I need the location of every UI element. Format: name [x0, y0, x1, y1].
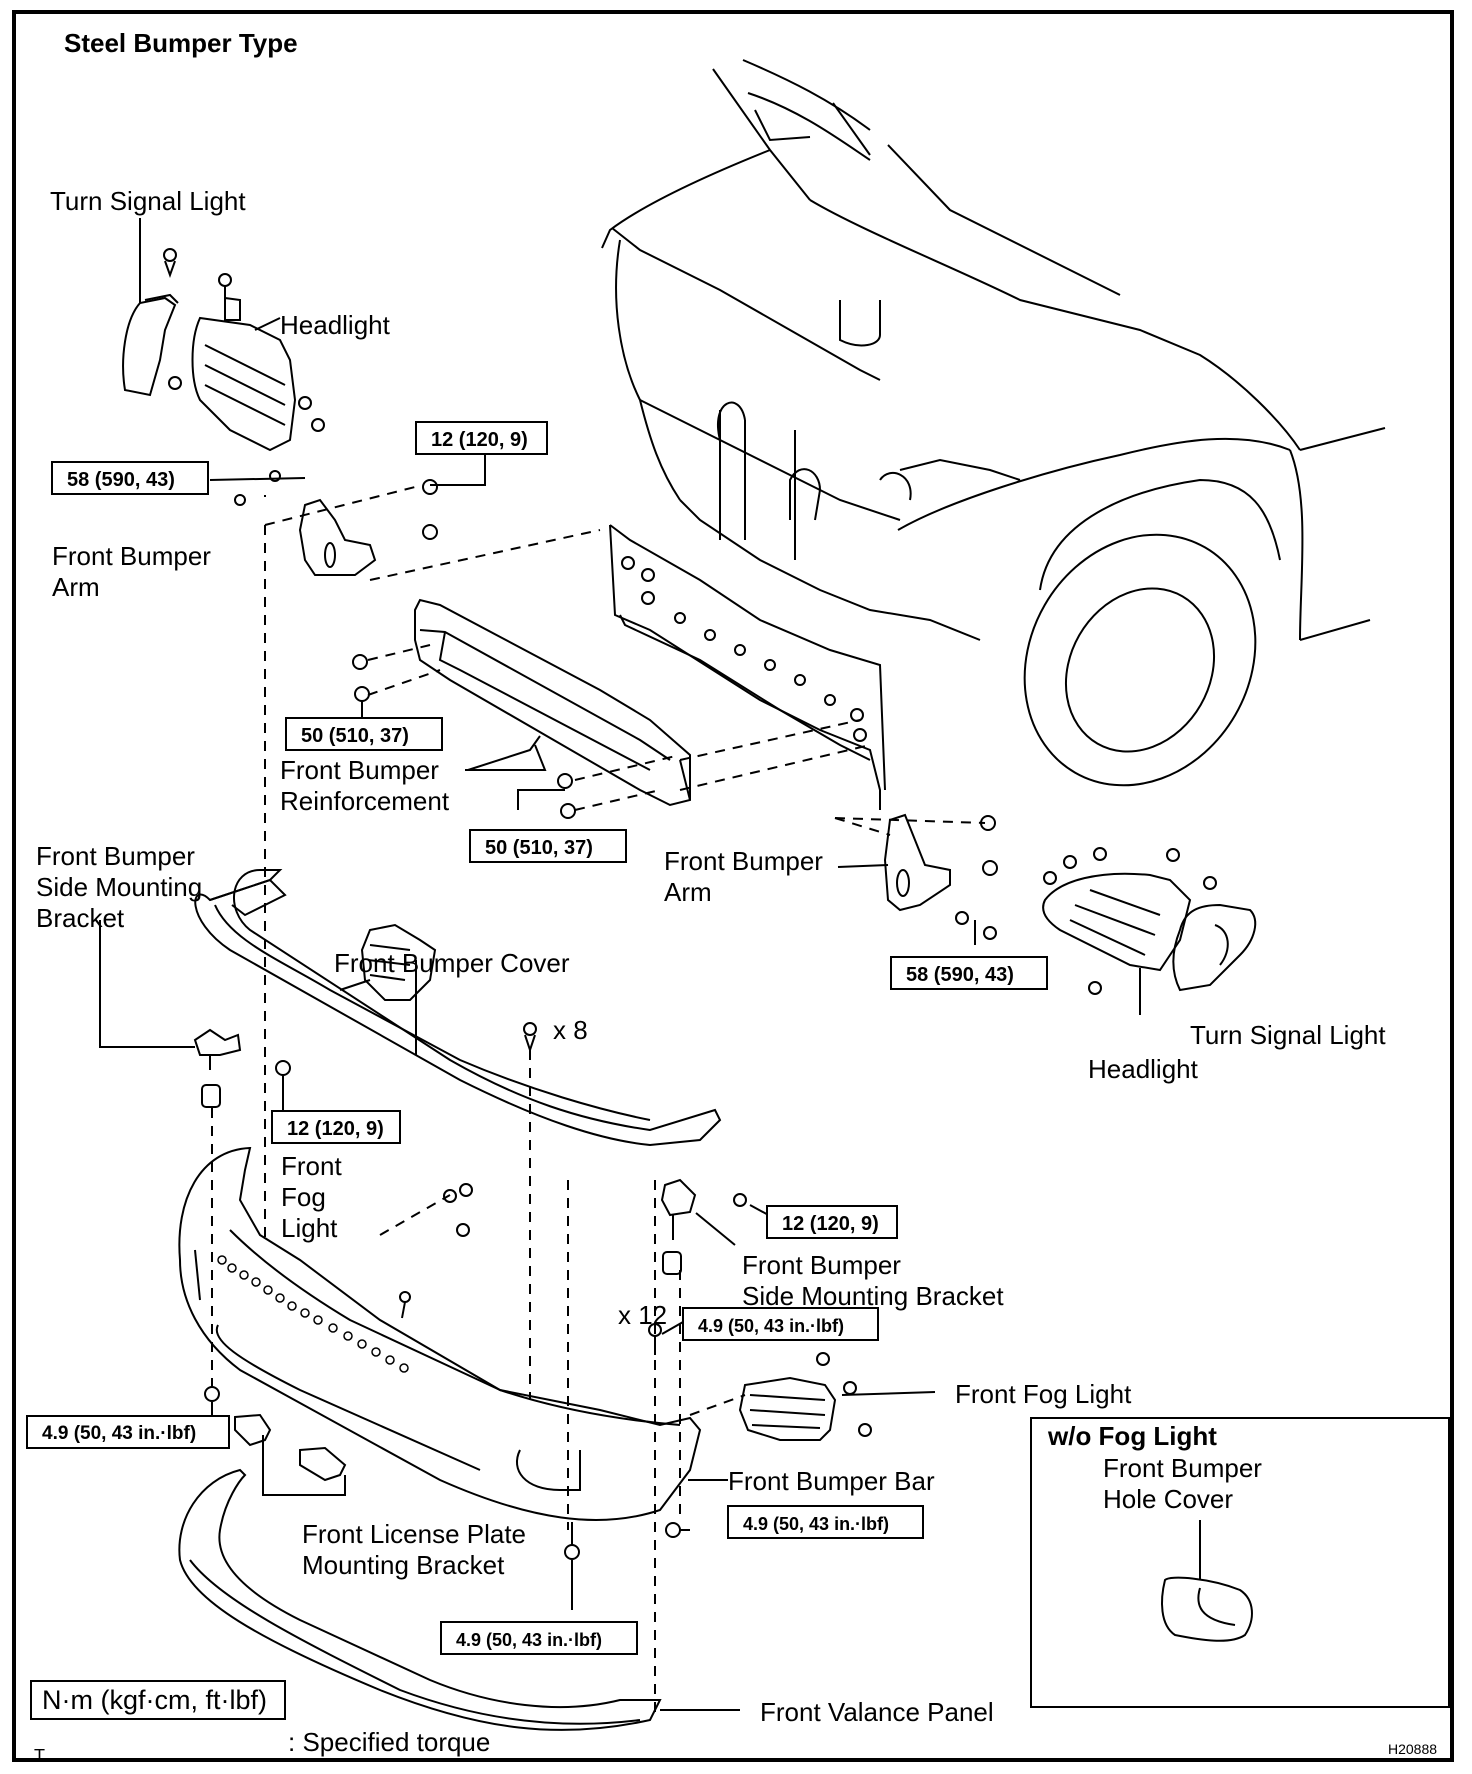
label-front-fog-light-left-3: Light [281, 1213, 338, 1243]
label-side-mounting-bracket-left-2: Side Mounting [36, 872, 203, 902]
vehicle-body [601, 59, 1386, 787]
bumper-cover [194, 869, 722, 1147]
label-hole-cover-1: Front Bumper [1103, 1453, 1262, 1483]
inset-without-fog-light: w/o Fog Light Front Bumper Hole Cover [1030, 1417, 1450, 1708]
assembly-guide-lines [211, 486, 986, 1715]
label-headlight-left: Headlight [280, 310, 390, 340]
label-turn-signal-light-left: Turn Signal Light [50, 186, 246, 216]
bumper-arm-right [883, 813, 951, 912]
label-front-fog-light-left-1: Front [281, 1151, 342, 1181]
label-turn-signal-light-right: Turn Signal Light [1190, 1020, 1386, 1050]
torque-units-legend: N·m (kgf·cm, ft·lbf) [30, 1680, 286, 1720]
torque-arm-bolt-right: 58 (590, 43) [890, 956, 1048, 990]
label-front-bumper-cover: Front Bumper Cover [334, 948, 570, 978]
label-front-bumper-reinforcement-2: Reinforcement [280, 786, 450, 816]
bumper-bar [178, 1146, 702, 1521]
diagram-frame [12, 10, 1454, 1762]
fasteners [163, 248, 1217, 1560]
label-side-mounting-bracket-left-3: Bracket [36, 903, 125, 933]
diagram-title: Steel Bumper Type [64, 28, 298, 58]
torque-arm-nut-left: 12 (120, 9) [415, 421, 548, 455]
valance-panel [178, 1468, 662, 1731]
label-front-fog-light-left-2: Fog [281, 1182, 326, 1212]
bumper-reinforcement [414, 598, 691, 807]
turn-signal-left [122, 293, 179, 397]
torque-screw-right: 4.9 (50, 43 in.·lbf) [682, 1307, 879, 1341]
headlight-right [1042, 872, 1192, 972]
figure-id: H20888 [1388, 1741, 1438, 1757]
fog-light-right [738, 1376, 837, 1441]
clip-quantity: x 8 [553, 1015, 588, 1045]
torque-bar-nut-left: 4.9 (50, 43 in.·lbf) [26, 1415, 230, 1449]
label-front-bumper-arm-right-1: Front Bumper [664, 846, 823, 876]
label-side-mounting-bracket-right-2: Side Mounting Bracket [742, 1281, 1004, 1311]
license-plate-bracket [234, 1413, 347, 1482]
label-front-fog-light-right: Front Fog Light [955, 1379, 1132, 1409]
torque-reinf-nut-center: 50 (510, 37) [469, 829, 627, 863]
fog-light-left [360, 923, 437, 1001]
torque-bracket-nut-right: 12 (120, 9) [766, 1205, 898, 1239]
label-license-plate-bracket-2: Mounting Bracket [302, 1550, 505, 1580]
label-front-valance-panel: Front Valance Panel [760, 1697, 994, 1727]
bumper-arm-left [298, 498, 377, 576]
label-side-mounting-bracket-left-1: Front Bumper [36, 841, 195, 871]
side-bracket-right [660, 1178, 697, 1275]
label-front-bumper-arm-right-2: Arm [664, 877, 712, 907]
torque-valance-bolt: 4.9 (50, 43 in.·lbf) [440, 1621, 638, 1655]
label-front-bumper-arm-left-1: Front Bumper [52, 541, 211, 571]
turn-signal-right [1172, 903, 1257, 992]
screw-quantity: x 12 [618, 1300, 668, 1330]
legend-specified-torque: : Specified torque [288, 1727, 491, 1757]
side-bracket-left [193, 1028, 242, 1108]
torque-arm-bolt-left: 58 (590, 43) [51, 461, 209, 495]
label-license-plate-bracket-1: Front License Plate [302, 1519, 527, 1549]
label-headlight-right: Headlight [1088, 1054, 1198, 1084]
label-front-bumper-reinforcement-1: Front Bumper [280, 755, 439, 785]
headlight-left [191, 296, 297, 452]
corner-mark: T [34, 1746, 45, 1766]
torque-cover-nut-left: 12 (120, 9) [271, 1110, 401, 1144]
label-front-bumper-arm-left-2: Arm [52, 572, 100, 602]
torque-bar-nut-right: 4.9 (50, 43 in.·lbf) [727, 1505, 924, 1539]
label-front-bumper-bar: Front Bumper Bar [728, 1466, 935, 1496]
label-hole-cover-2: Hole Cover [1103, 1484, 1234, 1514]
hole-cover [1161, 1576, 1253, 1642]
torque-reinf-nut-left: 50 (510, 37) [285, 717, 443, 751]
frame-crossmember [609, 524, 886, 810]
inset-heading: w/o Fog Light [1048, 1421, 1217, 1451]
label-side-mounting-bracket-right-1: Front Bumper [742, 1250, 901, 1280]
